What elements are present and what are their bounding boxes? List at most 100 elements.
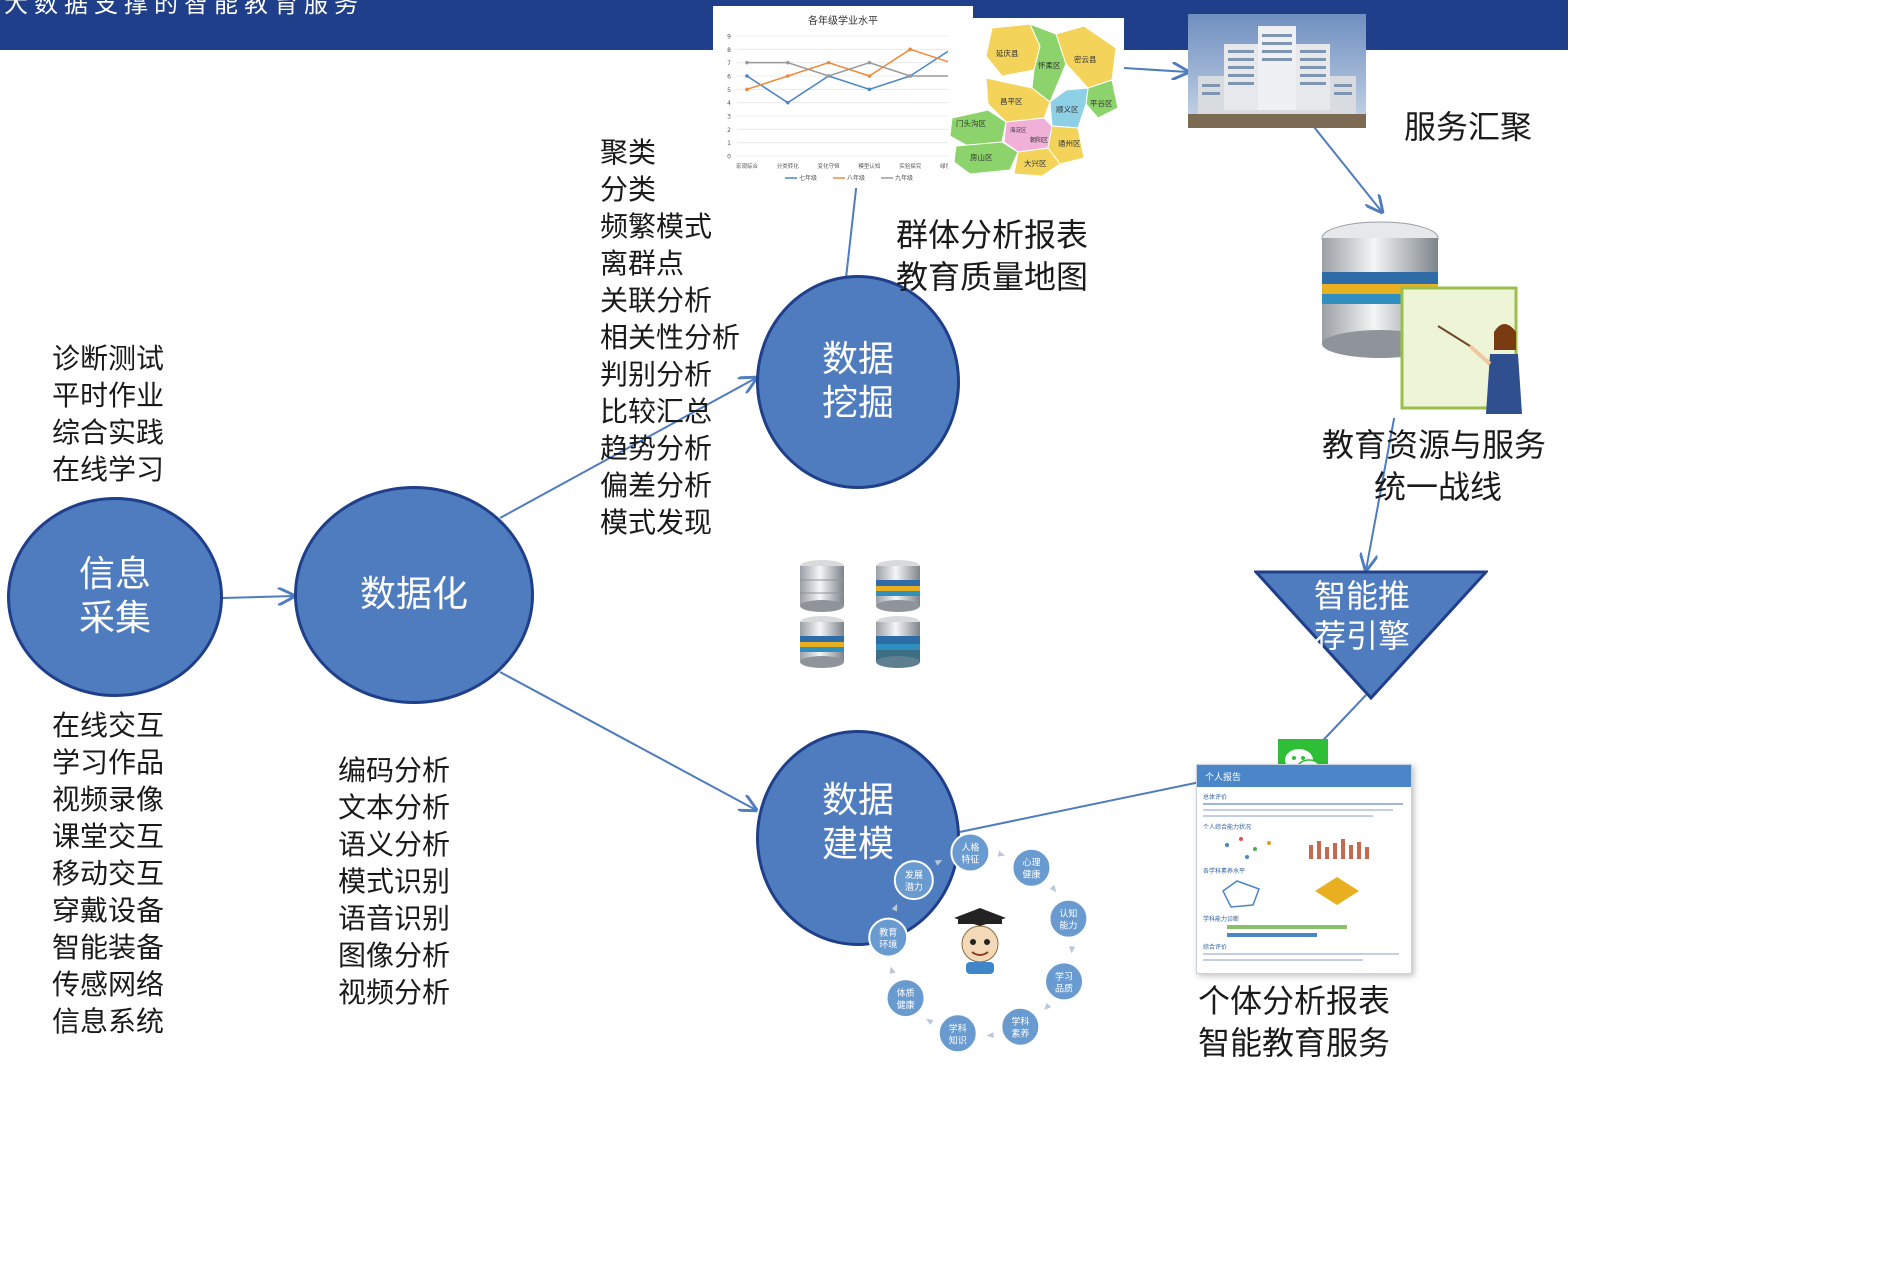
mining-method: 聚类 — [600, 136, 657, 169]
wheel-arrow-icon — [889, 966, 896, 975]
source-item: 穿戴设备 — [52, 894, 165, 927]
map-region-daxing — [1013, 147, 1061, 177]
mining-methods-list: 聚类 分类 频繁模式 离群点 关联分析 相关性分析 判别分析 比较汇总 趋势分析… — [600, 134, 740, 541]
report-diamond-icon — [1315, 877, 1359, 905]
map-region-core — [1003, 117, 1053, 153]
chart-ytick-label: 2 — [727, 127, 731, 134]
source-item: 智能装备 — [52, 931, 165, 964]
competency-label: 环境 — [879, 939, 897, 951]
chart-point — [745, 74, 749, 78]
grade-line-chart: 各年级学业水平 0123456789宏观综合分类转化变化守恒模型认知实验探究绿色… — [713, 6, 973, 188]
chart-xtick-label: 实验探究 — [899, 162, 922, 170]
competency-bubble — [1048, 898, 1089, 939]
source-item: 信息系统 — [52, 1005, 165, 1038]
source-item: 综合实践 — [52, 416, 165, 449]
competency-label: 发展 — [905, 869, 923, 881]
line-modeling-to-report — [949, 781, 1201, 835]
mining-method: 趋势分析 — [600, 432, 713, 465]
map-region-fangshan — [953, 141, 1019, 175]
competency-label: 素养 — [1011, 1028, 1029, 1040]
wheel-arrow-icon — [1049, 884, 1057, 893]
competency-label: 学习 — [1055, 970, 1073, 982]
info-collect-label: 信息 采集 — [78, 554, 151, 639]
datafy-node: 数据化 — [294, 486, 534, 704]
map-region-mentougou — [949, 109, 1007, 147]
chart-point — [867, 60, 872, 65]
database-icon — [876, 616, 920, 668]
database-icon — [800, 560, 844, 612]
source-item: 课堂交互 — [52, 820, 165, 853]
data-modeling-label: 数据 建模 — [821, 780, 894, 865]
chart-point — [786, 74, 790, 78]
chart-series-line — [747, 61, 951, 77]
report-header: 个人报告 — [1205, 771, 1241, 783]
chart-series-line — [746, 48, 952, 104]
chart-ytick-label: 8 — [727, 47, 731, 54]
arrow-building-to-db — [1301, 111, 1382, 212]
modeling-method: 图像分析 — [338, 939, 451, 972]
personal-report-document: 个人报告 总体评价 个人综合能力状况 各学科素养水平 学科能力诊断 综合评价 — [1196, 764, 1412, 974]
map-label: 门头沟区 — [956, 118, 986, 128]
competency-label: 人格 — [961, 842, 979, 854]
competency-label: 教育 — [879, 927, 897, 939]
chart-point — [745, 87, 749, 92]
competency-label: 品质 — [1055, 982, 1073, 994]
sources-bottom-list: 在线交互 学习作品 视频录像 课堂交互 移动交互 穿戴设备 智能装备 传感网络 … — [52, 707, 164, 1040]
resource-database-presenter — [1318, 218, 1528, 418]
chart-ytick-label: 5 — [727, 87, 731, 94]
chart-ytick-label: 0 — [727, 154, 731, 161]
competency-label: 能力 — [1059, 920, 1077, 932]
chart-point — [908, 47, 912, 52]
competency-wheel: 人格特征心理健康认知能力学习品质学科素养学科知识体质健康教育环境发展潜力 — [860, 826, 1100, 1058]
page-title: 大数据支撑的智能教育服务 — [4, 0, 364, 18]
chart-xtick-label: 变化守恒 — [818, 162, 841, 170]
service-hub-caption: 服务汇聚 — [1404, 108, 1533, 146]
student-mascot-icon — [954, 908, 1006, 974]
source-item: 诊断测试 — [52, 342, 165, 375]
group-report-caption: 群体分析报表 — [896, 216, 1089, 254]
competency-bubble — [937, 1013, 978, 1054]
mining-method: 关联分析 — [600, 284, 713, 317]
chart-point — [867, 87, 872, 92]
competency-bubble — [885, 978, 926, 1019]
competency-label: 健康 — [897, 999, 915, 1011]
map-region-tongzhou — [1047, 125, 1085, 165]
map-label: 顺义区 — [1056, 105, 1079, 114]
competency-label: 学科 — [1011, 1016, 1029, 1028]
modeling-method: 文本分析 — [338, 791, 451, 824]
chart-point — [867, 74, 872, 78]
map-label: 平谷区 — [1090, 99, 1113, 108]
chart-ytick-label: 4 — [727, 100, 731, 107]
quality-map-caption: 教育质量地图 — [896, 258, 1089, 296]
chart-ytick-label: 7 — [727, 60, 731, 67]
map-label: 昌平区 — [1000, 97, 1023, 106]
chart-ytick-label: 9 — [727, 34, 731, 41]
wheel-arrow-icon — [934, 859, 943, 866]
datafy-label: 数据化 — [359, 574, 468, 615]
mining-method: 频繁模式 — [600, 210, 713, 243]
building-svg — [1188, 14, 1366, 128]
source-item: 在线交互 — [52, 709, 165, 742]
wheel-arrow-icon — [997, 850, 1006, 857]
competency-label: 学科 — [949, 1022, 967, 1034]
service-center-building — [1188, 14, 1366, 128]
smart-service-caption: 智能教育服务 — [1198, 1024, 1391, 1062]
recommend-engine-label: 智能推 荐引擎 — [1313, 577, 1410, 655]
line-chart-svg: 各年级学业水平 0123456789宏观综合分类转化变化守恒模型认知实验探究绿色… — [727, 14, 962, 182]
competency-label: 认知 — [1059, 908, 1077, 920]
chart-legend-label: 七年级 — [799, 174, 817, 182]
line-chart-title: 各年级学业水平 — [808, 14, 878, 27]
competency-bubble — [1000, 1006, 1041, 1047]
report-line: 综合评价 — [1203, 943, 1227, 951]
competency-label: 健康 — [1022, 869, 1040, 881]
mining-method: 分类 — [600, 173, 657, 206]
mining-method: 相关性分析 — [600, 321, 741, 354]
competency-bubble — [950, 832, 991, 873]
source-item: 视频录像 — [52, 783, 165, 816]
modeling-method: 语音识别 — [338, 902, 451, 935]
arrow-datafy-to-mining — [499, 378, 756, 519]
map-label: 延庆县 — [996, 48, 1019, 58]
source-item: 传感网络 — [52, 968, 165, 1001]
data-mining-label: 数据 挖掘 — [821, 339, 894, 424]
competency-wheel-svg: 人格特征心理健康认知能力学习品质学科素养学科知识体质健康教育环境发展潜力 — [868, 832, 1089, 1054]
